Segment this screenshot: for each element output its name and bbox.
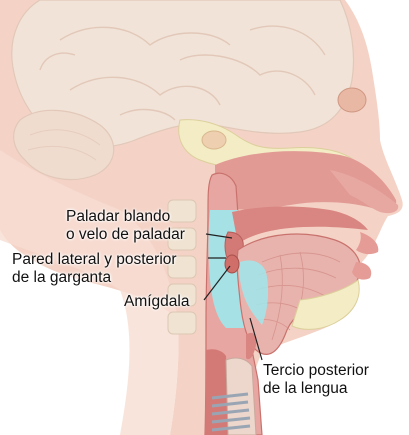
label-soft-palate-line2: o velo de paladar <box>66 226 185 244</box>
label-soft-palate-line1: Paladar blando <box>66 208 185 226</box>
label-tongue-base-line1: Tercio posterior <box>263 362 369 380</box>
label-throat-wall-line1: Pared lateral y posterior <box>12 251 177 269</box>
label-tongue-base: Tercio posterior de la lengua <box>263 362 369 398</box>
label-tonsil: Amígdala <box>124 293 189 311</box>
pituitary-gland <box>202 131 226 149</box>
label-tongue-base-line2: de la lengua <box>263 380 369 398</box>
label-tonsil-line1: Amígdala <box>124 293 189 311</box>
label-soft-palate: Paladar blando o velo de paladar <box>66 208 185 244</box>
eye <box>338 88 366 112</box>
label-throat-wall: Pared lateral y posterior de la garganta <box>12 251 177 287</box>
label-throat-wall-line2: de la garganta <box>12 269 177 287</box>
